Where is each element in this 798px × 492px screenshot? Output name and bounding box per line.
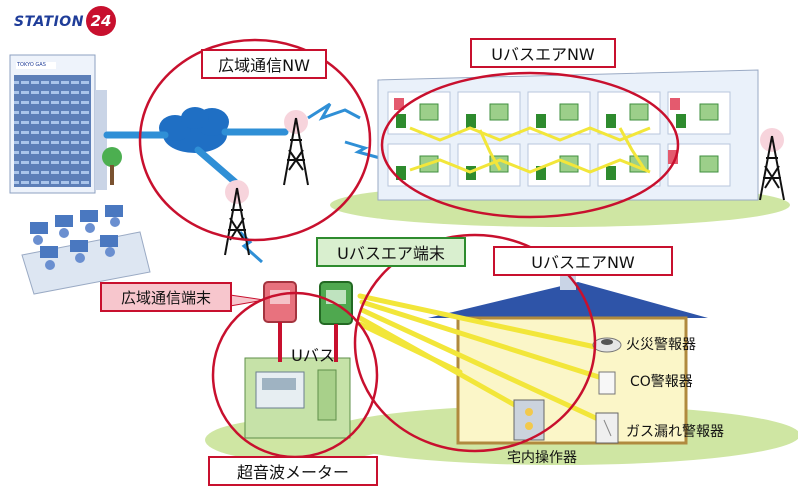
label-wide-area-nw: 広域通信NW — [201, 49, 327, 79]
label-ubus-air-nw-top: UバスエアNW — [470, 38, 616, 68]
station24-logo: STATION — [14, 14, 84, 30]
radio-tower-icon — [759, 128, 785, 201]
logo-text: STATION — [14, 14, 84, 30]
signal-beams — [357, 293, 605, 423]
gas-leak-alarm-icon — [595, 412, 619, 444]
building-sign: TOKYO GAS — [17, 62, 46, 68]
label-gas-leak-alarm: ガス漏れ警報器 — [626, 424, 724, 440]
label-ubus: Uバス — [291, 346, 335, 365]
cloud-icon — [159, 107, 229, 153]
fire-alarm-icon — [592, 337, 622, 353]
radio-tower-icon — [283, 110, 309, 186]
operator-desk-icon — [21, 205, 151, 295]
wide-area-terminal-icon — [263, 281, 297, 323]
radio-tower-icon — [224, 180, 250, 256]
network-circles — [138, 38, 680, 459]
label-ubus-air-terminal: Uバスエア端末 — [316, 237, 466, 267]
apartment-building-icon — [377, 69, 759, 201]
label-ubus-air-nw-house: UバスエアNW — [493, 246, 673, 276]
logo-badge: 24 — [86, 6, 116, 36]
co-alarm-icon — [598, 371, 616, 395]
smart-meter-icon — [244, 357, 351, 439]
tokyo-gas-building-icon — [9, 54, 107, 194]
tree-icon — [102, 147, 122, 185]
label-wide-area-terminal: 広域通信端末 — [100, 282, 232, 312]
house-icon — [428, 276, 708, 445]
label-co-alarm: CO警報器 — [630, 374, 693, 390]
wired-links — [103, 128, 289, 186]
label-indoor-controller: 宅内操作器 — [507, 450, 577, 466]
label-ultrasonic-meter: 超音波メーター — [208, 456, 378, 486]
label-fire-alarm: 火災警報器 — [626, 337, 696, 353]
ubus-wiring — [278, 322, 338, 362]
